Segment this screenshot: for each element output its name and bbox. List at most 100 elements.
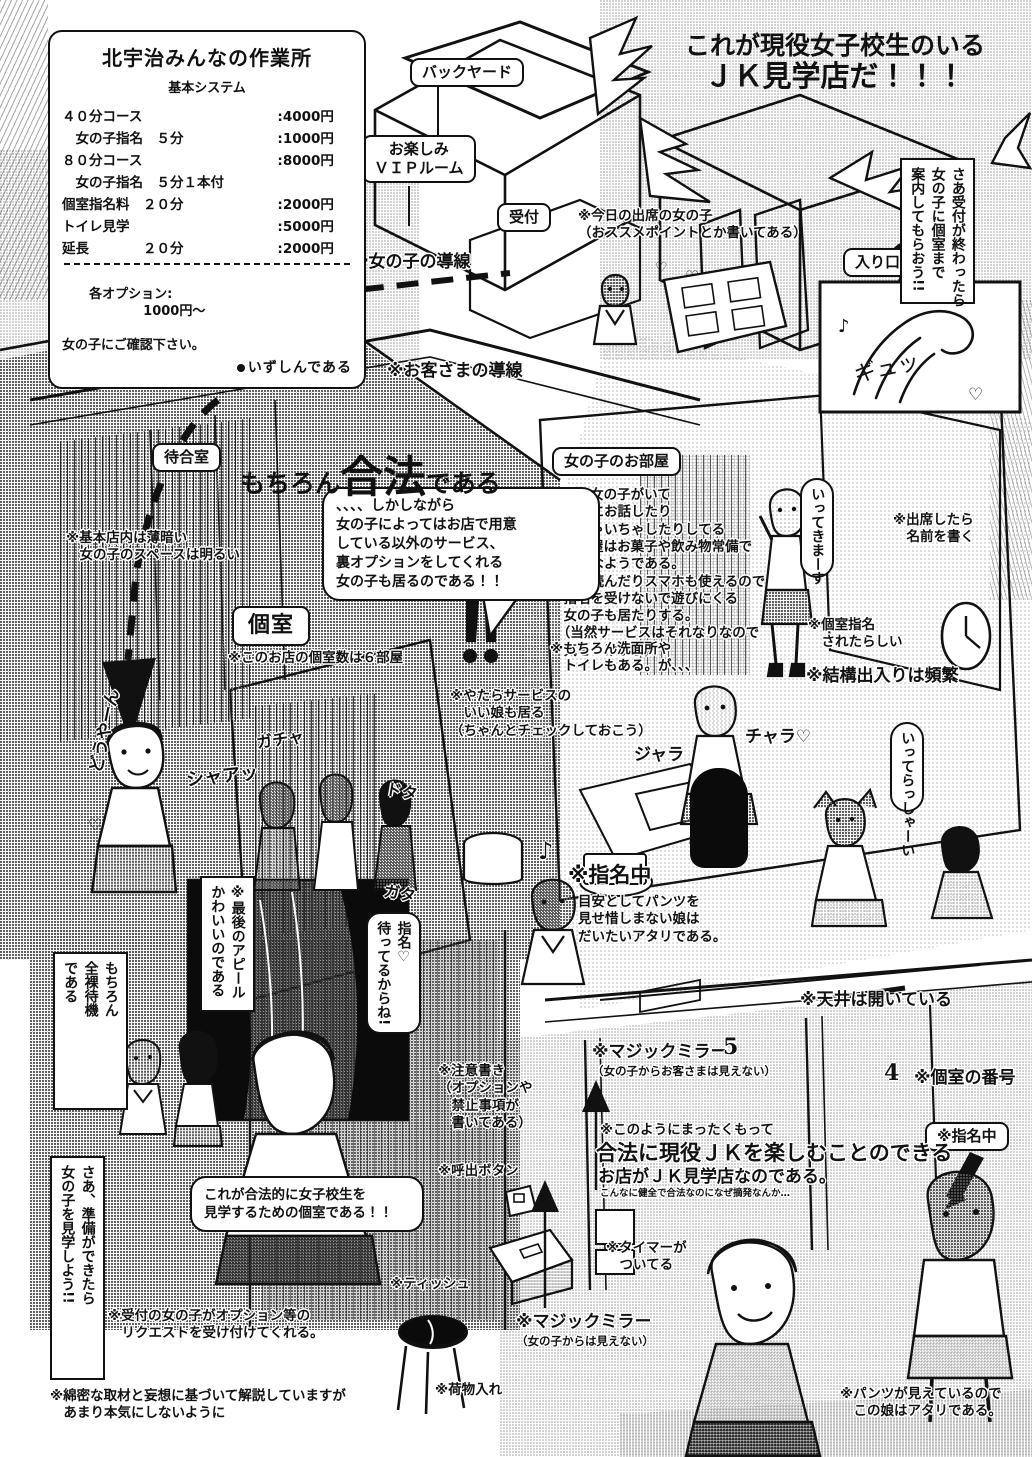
price-row: 延長 ２０分 :2000円 bbox=[62, 236, 352, 258]
note-girls-room-3: ※もちろん洗面所や トイレもある。が、、、 bbox=[550, 641, 699, 675]
price-label: 個室指名料 ２０分 bbox=[62, 197, 184, 213]
note-magic-mirror-top-sub: （女の子からお客さまは見えない） bbox=[592, 1064, 776, 1078]
page-title-line1: これが現役女子校生のいる bbox=[684, 31, 985, 60]
note-girls-route: ※女の子の導線 bbox=[352, 252, 471, 272]
curtain-girls-room bbox=[640, 455, 750, 675]
option-label: 各オプション: bbox=[89, 286, 173, 302]
note-magic-mirror-bottom: ※マジックミラー bbox=[516, 1312, 652, 1332]
price-value bbox=[269, 170, 352, 192]
chip-reception: 受付 bbox=[497, 203, 552, 232]
chip-private-room: 個室 bbox=[232, 606, 311, 646]
sfx-music-note: ♪ bbox=[538, 836, 554, 865]
sfx-chara: チャラ♡ bbox=[745, 727, 812, 747]
price-label: トイレ見学 bbox=[62, 219, 130, 235]
figure-man-back-bottom-left bbox=[196, 1016, 396, 1286]
stool-black-icon bbox=[388, 1310, 478, 1416]
chip-backyard: バックヤード bbox=[410, 58, 525, 87]
balloon-naked-wait: もちろん 全裸待機 である bbox=[53, 952, 128, 1110]
figure-group-silhouettes bbox=[248, 760, 428, 900]
svg-text:♡: ♡ bbox=[968, 385, 983, 405]
signature-dot-icon bbox=[236, 364, 245, 373]
note-magic-mirror-top: ※マジックミラー bbox=[592, 1042, 728, 1062]
page-title: これが現役女子校生のいる ＪＫ見学店だ！！！ bbox=[655, 31, 1015, 93]
headline-legal: もちろん合法である bbox=[240, 443, 501, 505]
heart-small-left: ♡ bbox=[86, 812, 110, 836]
chip-vip-room: お楽しみ ＶＩＰルーム bbox=[362, 135, 476, 183]
arrow-magic-mirror-bottom bbox=[525, 1180, 565, 1310]
shop-name: 北宇治みんなの作業所 bbox=[102, 46, 312, 70]
price-value: :4000円 bbox=[277, 109, 334, 125]
clock-icon bbox=[938, 600, 994, 672]
sfx-jara: ジャラ bbox=[634, 745, 685, 765]
price-row: ４０分コース :4000円 bbox=[62, 104, 352, 126]
note-conclusion-4: こんなに健全で合法なのになぜ摘発なんか… bbox=[600, 1188, 791, 1199]
price-label: 女の子指名 ５分１本付 bbox=[62, 175, 224, 191]
title-burst-decoration bbox=[588, 15, 1032, 170]
note-disclaimer: ※綿密な取材と妄想に基づいて解説していますが あまり本気にしないように bbox=[50, 1388, 346, 1422]
price-row: トイレ見学 :5000円 bbox=[62, 214, 352, 236]
price-value: :5000円 bbox=[277, 219, 334, 235]
balloon-last-appeal: ※最後のアピール かわいいのである bbox=[200, 876, 255, 1012]
figure-reception-girl bbox=[580, 258, 650, 346]
price-row: 個室指名料 ２０分 :2000円 bbox=[62, 192, 352, 214]
svg-text:♡: ♡ bbox=[88, 815, 102, 834]
hatch-top-left bbox=[0, 0, 48, 300]
svg-text:♡: ♡ bbox=[655, 260, 668, 276]
arrow-magic-mirror-up bbox=[580, 1072, 620, 1192]
figure-man-waiting bbox=[72, 706, 202, 906]
balloon-this-is-room: これが合法的に女子校生を 見学するための個室である！！ bbox=[190, 1176, 424, 1233]
headline-prefix: もちろん bbox=[240, 469, 341, 498]
bg-bottom-right-floor bbox=[500, 980, 1032, 1457]
price-value: :1000円 bbox=[277, 131, 334, 147]
balloon-itte-rasshai: いってらっしゃーい bbox=[890, 722, 925, 857]
svg-text:♪: ♪ bbox=[838, 316, 850, 337]
author-signature: いずしんである bbox=[62, 357, 352, 377]
note-frequent-traffic: ※結構出入りは頻繁 bbox=[806, 666, 959, 686]
balloon-however: 、、、、しかしながら 女の子によってはお店で用意 している以外のサービス、 裏オ… bbox=[322, 487, 600, 602]
note-ceiling-open: ※天井は開いている bbox=[800, 990, 953, 1010]
headline-suffix: である bbox=[426, 469, 501, 498]
chip-waiting-room: 待合室 bbox=[152, 443, 222, 472]
figure-boy-bottom-right bbox=[672, 1222, 822, 1457]
price-label: ４０分コース bbox=[62, 109, 143, 125]
room-number-4: 4 bbox=[884, 1060, 900, 1086]
signature-text: いずしんである bbox=[247, 360, 352, 377]
price-board-subtitle: 基本システム bbox=[168, 81, 246, 96]
price-divider bbox=[64, 263, 350, 265]
price-value: :2000円 bbox=[277, 197, 334, 213]
figure-girl-sitting-b bbox=[800, 787, 910, 930]
note-conclusion-3: お店がＪＫ見学店なのである。 bbox=[598, 1167, 836, 1187]
option-price: 1000円〜 bbox=[143, 303, 206, 319]
option-line: 各オプション: 1000円〜 bbox=[62, 270, 352, 338]
note-room-nominated: ※個室指名 されたらしい bbox=[808, 617, 903, 651]
stool-white bbox=[458, 830, 528, 898]
headline-emphasis: 合法 bbox=[340, 453, 427, 503]
note-tissue: ※ティッシュ bbox=[390, 1276, 470, 1292]
note-timer: ※タイマーが ついてる bbox=[606, 1240, 687, 1274]
figure-girl-lying bbox=[920, 818, 1012, 928]
booth-panel-boxes bbox=[595, 1196, 706, 1276]
figure-girl-front-small bbox=[512, 868, 598, 998]
price-table: ４０分コース :4000円 女の子指名 ５分 :1000円 ８０分コース :80… bbox=[62, 104, 352, 258]
price-row: ８０分コース :8000円 bbox=[62, 148, 352, 170]
note-magic-mirror-bottom-sub: （女の子からは見えない） bbox=[516, 1334, 654, 1348]
note-nominating-now-detail: 目安としてパンツを 見せ惜しまない娘は だいたいアタリである。 bbox=[578, 894, 727, 945]
balloon-itte-kimasu: いってきまーす bbox=[800, 478, 835, 585]
note-room-number-label: ※個室の番号 bbox=[914, 1068, 1016, 1088]
leader-vip bbox=[408, 186, 410, 226]
room-number-5: 5 bbox=[723, 1034, 739, 1060]
music-note-top: ♪ bbox=[836, 312, 864, 340]
chip-nominating-now-right: ※指名中 bbox=[925, 1122, 1009, 1151]
leader-backyard bbox=[437, 84, 439, 146]
figure-girl-bottom-left-a bbox=[108, 1030, 178, 1150]
note-shop-dim: ※基本店内は薄暗い 女の子のスペースは明るい bbox=[66, 530, 240, 564]
balloon-waiting-nomination: 指名♡ 待ってるからね! bbox=[366, 912, 421, 1034]
figure-girl-bottom-left-b bbox=[162, 1022, 232, 1152]
note-conclusion-2: 合法に現役ＪＫを楽しむことのできる bbox=[596, 1141, 953, 1165]
price-value: :8000円 bbox=[277, 153, 334, 169]
note-today-attendance: ※今日の出席の女の子 （おススメポイントとか書いてある） bbox=[578, 208, 807, 242]
page-title-line2: ＪＫ見学店だ！！！ bbox=[704, 59, 966, 93]
note-conclusion-1: ※このようにまったくもって bbox=[600, 1122, 774, 1138]
price-label: ８０分コース bbox=[62, 153, 143, 169]
note-call-button: ※呼出ボタン bbox=[438, 1163, 519, 1179]
